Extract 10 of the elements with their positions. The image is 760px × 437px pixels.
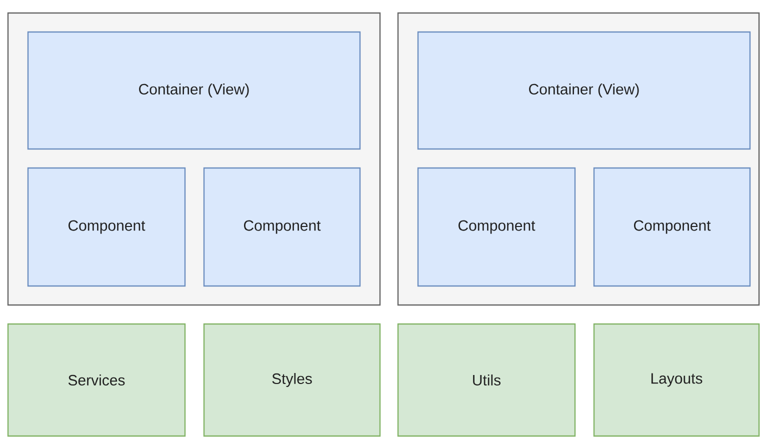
component-box: Container (View) [417, 31, 751, 150]
component-box: Component [593, 167, 751, 287]
component-box: Container (View) [27, 31, 361, 150]
component-box: Component [417, 167, 576, 287]
module-box: Styles [203, 323, 381, 437]
module-box: Utils [397, 323, 576, 437]
module-box: Layouts [593, 323, 760, 437]
module-box: Services [7, 323, 186, 437]
component-box: Component [203, 167, 361, 287]
component-box: Component [27, 167, 186, 287]
